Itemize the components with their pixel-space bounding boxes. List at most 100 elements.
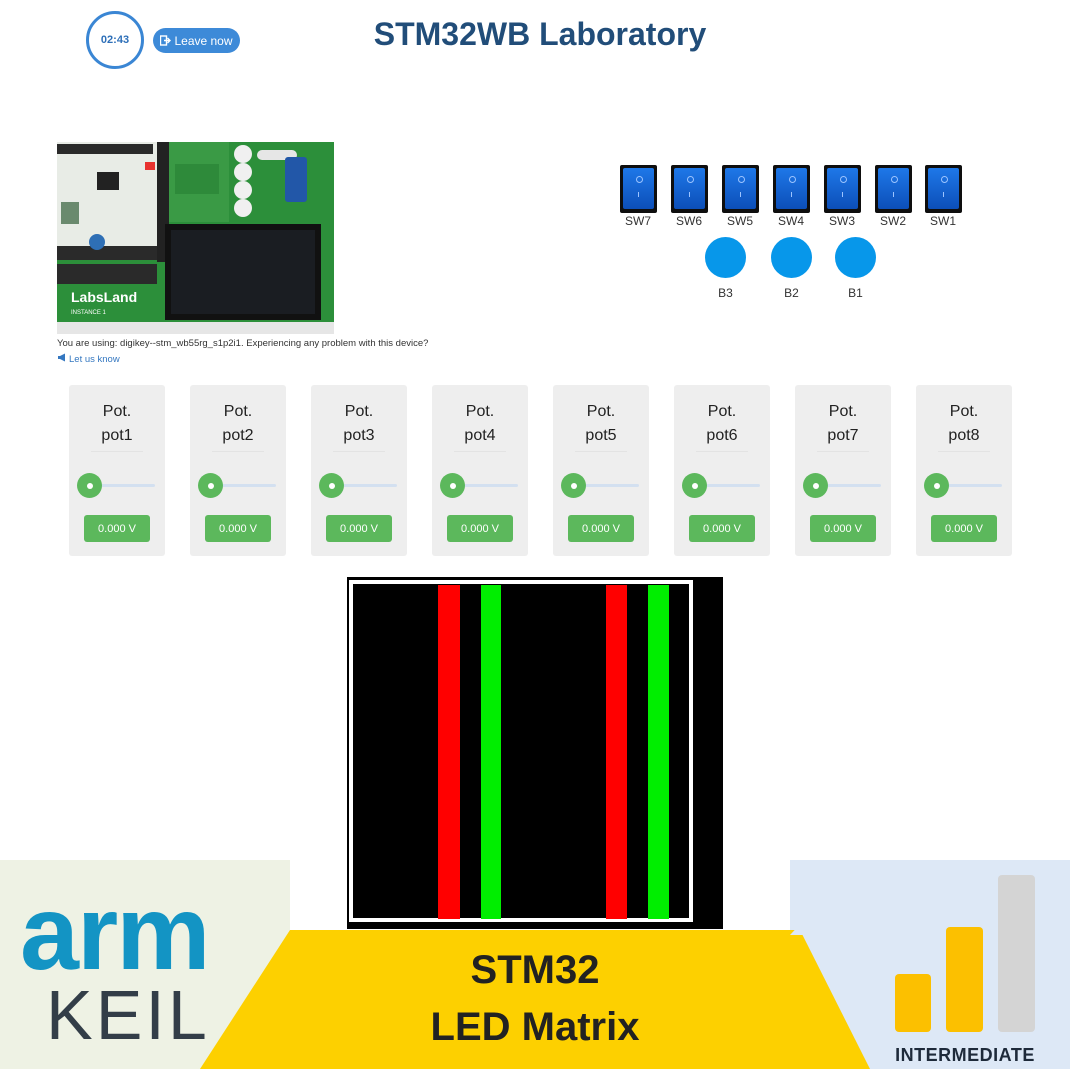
switch-rocker <box>674 168 705 209</box>
pot-slider-handle[interactable] <box>319 473 344 498</box>
pot-voltage-readout: 0.000 V <box>931 515 997 542</box>
switch-sw2[interactable] <box>875 165 912 213</box>
switch-on-mark <box>890 176 898 183</box>
arm-logo: arm <box>20 874 210 992</box>
course-title-line2: LED Matrix <box>430 1005 640 1049</box>
switch-sw3[interactable] <box>824 165 861 213</box>
pot-slider-handle[interactable] <box>682 473 707 498</box>
instance-label: INSTANCE 1 <box>71 310 107 316</box>
switch-off-mark <box>892 192 894 197</box>
pot-voltage-readout: 0.000 V <box>326 515 392 542</box>
pot-name: pot8 <box>948 427 980 444</box>
pot-name: pot6 <box>706 427 738 444</box>
camera-feed: LabsLand INSTANCE 1 <box>57 142 334 334</box>
pot-voltage-readout: 0.000 V <box>447 515 513 542</box>
pot-title: Pot. <box>949 403 979 420</box>
switch-label: SW3 <box>828 214 855 228</box>
switch-off-mark <box>942 192 944 197</box>
device-caption: You are using: digikey--stm_wb55rg_s1p2i… <box>57 338 429 349</box>
pot-slider-track[interactable] <box>458 484 518 487</box>
pot-name: pot2 <box>222 427 254 444</box>
switch-on-mark <box>788 176 796 183</box>
switch-label: SW6 <box>675 214 702 228</box>
switch-label: SW1 <box>929 214 956 228</box>
pot-slider-track[interactable] <box>216 484 276 487</box>
pot-title: Pot. <box>102 403 132 420</box>
pot-voltage-readout: 0.000 V <box>568 515 634 542</box>
pot-name: pot5 <box>585 427 617 444</box>
push-button-label: B1 <box>848 286 863 300</box>
pot-name: pot3 <box>343 427 375 444</box>
banner-center-band <box>200 930 870 1069</box>
led-column-red-2 <box>606 585 627 919</box>
pot-slider-track[interactable] <box>821 484 881 487</box>
potentiometer-pot6: Pot. pot6 0.000 V <box>674 385 770 556</box>
banner-yellow-shape <box>200 930 870 1069</box>
pot-divider <box>575 451 627 452</box>
switch-sw4[interactable] <box>773 165 810 213</box>
pot-slider-track[interactable] <box>95 484 155 487</box>
pot-title: Pot. <box>707 403 737 420</box>
megaphone-icon <box>57 353 67 365</box>
pot-voltage-readout: 0.000 V <box>689 515 755 542</box>
banner-left-diagonal <box>210 860 290 930</box>
pot-slider-track[interactable] <box>337 484 397 487</box>
session-timer: 02:43 <box>86 11 144 69</box>
pot-voltage-readout: 0.000 V <box>84 515 150 542</box>
pot-slider-handle[interactable] <box>198 473 223 498</box>
pot-divider <box>696 451 748 452</box>
switch-on-mark <box>635 176 643 183</box>
pot-title: Pot. <box>586 403 616 420</box>
pot-slider-handle[interactable] <box>924 473 949 498</box>
pot-slider-handle[interactable] <box>440 473 465 498</box>
report-problem-label: Let us know <box>69 353 120 365</box>
pot-divider <box>91 451 143 452</box>
push-button-b2[interactable] <box>771 237 812 278</box>
pot-title: Pot. <box>465 403 495 420</box>
pot-name: pot7 <box>827 427 859 444</box>
pot-title: Pot. <box>223 403 253 420</box>
push-button-label: B2 <box>784 286 799 300</box>
switch-on-mark <box>839 176 847 183</box>
pot-name: pot1 <box>101 427 133 444</box>
pot-slider-handle[interactable] <box>803 473 828 498</box>
switch-sw7[interactable] <box>620 165 657 213</box>
switch-off-mark <box>637 192 639 197</box>
switch-off-mark <box>688 192 690 197</box>
switch-off-mark <box>739 192 741 197</box>
pot-divider <box>938 451 990 452</box>
switch-label: SW5 <box>726 214 753 228</box>
report-problem-link[interactable]: Let us know <box>57 353 120 365</box>
exit-icon <box>160 35 172 46</box>
push-button-b1[interactable] <box>835 237 876 278</box>
pot-name: pot4 <box>464 427 496 444</box>
potentiometer-pot1: Pot. pot1 0.000 V <box>69 385 165 556</box>
switch-off-mark <box>790 192 792 197</box>
switch-rocker <box>623 168 654 209</box>
pot-divider <box>333 451 385 452</box>
pot-divider <box>212 451 264 452</box>
switch-sw1[interactable] <box>925 165 962 213</box>
switch-rocker <box>827 168 858 209</box>
switch-sw5[interactable] <box>722 165 759 213</box>
keil-logo: KEIL <box>46 976 210 1054</box>
switch-label: SW4 <box>777 214 804 228</box>
switch-sw6[interactable] <box>671 165 708 213</box>
pot-slider-handle[interactable] <box>77 473 102 498</box>
pot-slider-track[interactable] <box>579 484 639 487</box>
pot-slider-handle[interactable] <box>561 473 586 498</box>
push-button-b3[interactable] <box>705 237 746 278</box>
pot-slider-track[interactable] <box>942 484 1002 487</box>
leave-now-button[interactable]: Leave now <box>153 28 240 53</box>
potentiometer-pot5: Pot. pot5 0.000 V <box>553 385 649 556</box>
potentiometer-pot8: Pot. pot8 0.000 V <box>916 385 1012 556</box>
led-matrix-border <box>349 580 693 922</box>
switch-on-mark <box>686 176 694 183</box>
board-photo: LabsLand INSTANCE 1 <box>57 142 334 334</box>
pot-slider-track[interactable] <box>700 484 760 487</box>
led-column-red-1 <box>438 585 460 919</box>
switch-rocker <box>776 168 807 209</box>
switch-on-mark <box>737 176 745 183</box>
level-label: INTERMEDIATE <box>895 1045 1035 1065</box>
